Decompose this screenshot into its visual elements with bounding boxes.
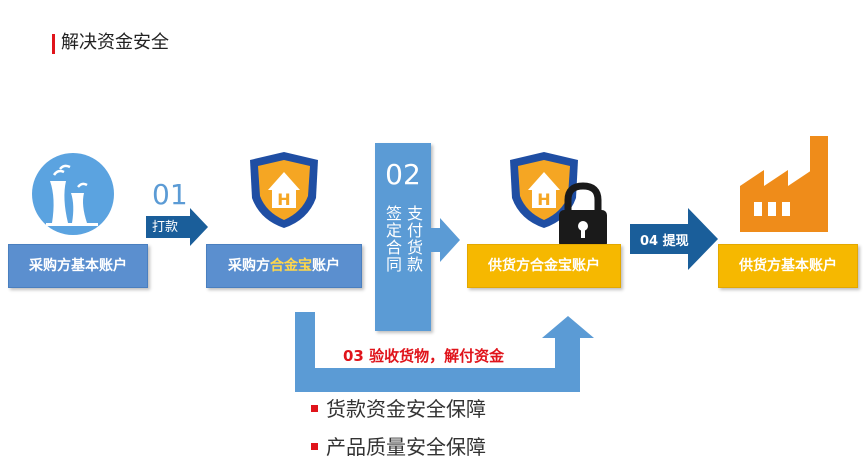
- step-04-label: 04 提现: [640, 234, 689, 249]
- step-01-arrow: [146, 208, 208, 246]
- page-title: 解决资金安全: [61, 32, 169, 53]
- shield-logo-icon: H: [250, 152, 318, 228]
- settlement-flow-arrow: [295, 312, 594, 392]
- padlock-icon: [559, 182, 607, 248]
- step-01-number: 01: [152, 178, 188, 211]
- bullet-item: 产品质量安全保障: [326, 435, 486, 459]
- step-02-line-2: 签定合同: [383, 205, 402, 273]
- step-02-number: 02: [385, 158, 421, 191]
- bullet-item: 货款资金安全保障: [326, 397, 486, 421]
- title-accent-bar: [52, 34, 55, 54]
- step-03-label: 03 验收货物，解付资金: [343, 347, 505, 365]
- buyer-hejinbao-suffix: 账户: [312, 258, 340, 274]
- buyer-basic-account: 采购方基本账户: [8, 244, 148, 288]
- step-01-label: 打款: [152, 220, 179, 235]
- step-02-line-1: 支付货款: [404, 205, 423, 273]
- bullet-marker: [311, 443, 318, 450]
- factory-chimney-icon: [32, 153, 114, 235]
- bullet-marker: [311, 405, 318, 412]
- step-04-arrow: [630, 208, 718, 270]
- svg-text:H: H: [537, 190, 550, 209]
- buyer-hejinbao-prefix: 采购方: [228, 258, 270, 274]
- supplier-hejinbao-label: 供货方合金宝账户: [488, 258, 600, 274]
- buyer-hejinbao-highlight: 合金宝: [270, 258, 312, 274]
- buyer-hejinbao-account: 采购方合金宝账户: [206, 244, 362, 288]
- buyer-basic-account-label: 采购方基本账户: [29, 258, 127, 274]
- supplier-hejinbao-account: 供货方合金宝账户: [467, 244, 621, 288]
- supplier-basic-account: 供货方基本账户: [718, 244, 858, 288]
- supplier-shield-logo-icon: H: [510, 152, 578, 228]
- supplier-basic-label: 供货方基本账户: [739, 258, 837, 274]
- step-02-arrow-head: [428, 218, 460, 262]
- step-02-box: [375, 143, 431, 331]
- factory-building-icon: [740, 136, 828, 232]
- svg-text:H: H: [277, 190, 290, 209]
